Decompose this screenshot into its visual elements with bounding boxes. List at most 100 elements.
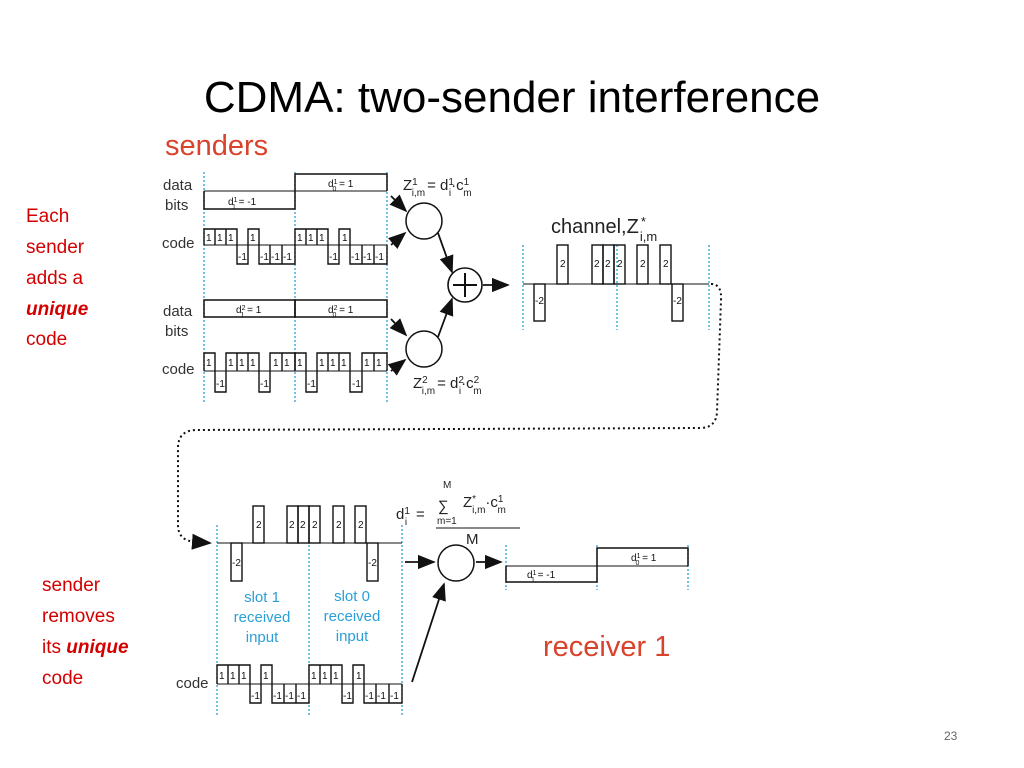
receiver-code-label: code [176,675,209,692]
receiver-input-wave [217,505,402,582]
page-number: 23 [944,729,958,743]
svg-text:1: 1 [319,358,325,369]
svg-text:-1: -1 [375,252,384,263]
svg-text:M: M [443,480,451,491]
svg-text:-1: -1 [329,252,338,263]
svg-text:1: 1 [250,358,256,369]
svg-text:-1: -1 [216,379,225,390]
svg-text:-1: -1 [238,252,247,263]
sender1-data-label: data [163,177,193,194]
svg-text:2: 2 [358,520,364,531]
svg-text:Each: Each [26,206,69,227]
sender2-data-bits [203,299,388,318]
svg-text:-1: -1 [260,379,269,390]
svg-text:2: 2 [336,520,342,531]
svg-text:2: 2 [256,520,262,531]
sender2-data-label: data [163,303,193,320]
svg-text:1: 1 [322,671,328,682]
slot1-received-input-label: slot 1 received input [234,589,291,646]
svg-text:2: 2 [640,259,646,270]
svg-text:1: 1 [297,358,303,369]
svg-text:d1i: d1i [396,506,410,528]
svg-text:2: 2 [560,259,566,270]
svg-text:unique: unique [26,299,89,320]
receiver-multiplier [437,544,475,582]
sender2-bits-label: bits [165,323,188,340]
receiver-heading: receiver 1 [543,631,670,663]
svg-text:-1: -1 [377,691,386,702]
svg-text:-1: -1 [273,691,282,702]
receiver-code-wave [216,664,403,704]
svg-text:1: 1 [239,358,245,369]
svg-text:-1: -1 [390,691,399,702]
sender2-code-chip-labels: 1 -1 1 1 1 -1 1 1 1 -1 1 1 1 -1 1 1 [206,358,382,390]
svg-text:received: received [324,608,381,625]
svg-text:-1: -1 [351,252,360,263]
svg-text:-2: -2 [232,558,241,569]
channel-to-receiver-path [177,283,723,550]
receiver-input-chip-labels: -2 2 2 2 2 2 2 -2 [232,520,377,569]
sender1-code-label: code [162,235,195,252]
svg-text:-1: -1 [251,691,260,702]
svg-text:received: received [234,609,291,626]
svg-text:-1: -1 [297,691,306,702]
svg-text:2: 2 [312,520,318,531]
sender1-code-chip-labels: 1 1 1 -1 1 -1 -1 -1 1 1 1 -1 1 -1 -1 -1 [206,233,384,263]
sender2-code-label: code [162,361,195,378]
channel-wave-top [523,244,709,322]
svg-text:1: 1 [341,358,347,369]
svg-text:M: M [466,531,479,548]
svg-text:1: 1 [273,358,279,369]
svg-text:1: 1 [263,671,269,682]
svg-text:-1: -1 [260,252,269,263]
svg-text:m=1: m=1 [437,516,457,527]
svg-text:1: 1 [311,671,317,682]
svg-text:1: 1 [206,233,212,244]
note-each-sender: Each sender adds a unique code [26,206,89,350]
sender1-code-wave [203,228,388,265]
channel-label: channel,Z*i,m [551,214,657,244]
svg-text:1: 1 [308,233,314,244]
svg-text:1: 1 [284,358,290,369]
svg-text:slot 0: slot 0 [334,588,370,605]
senders-heading: senders [165,130,268,162]
svg-text:2: 2 [594,259,600,270]
sender1-bits-label: bits [165,197,188,214]
svg-text:2: 2 [289,520,295,531]
svg-text:1: 1 [330,358,336,369]
svg-text:-1: -1 [343,691,352,702]
svg-text:sender: sender [26,237,85,258]
svg-text:-1: -1 [271,252,280,263]
svg-text:code: code [26,329,67,350]
receiver-arrows [405,554,503,683]
svg-text:1: 1 [333,671,339,682]
svg-text:1: 1 [241,671,247,682]
svg-text:-1: -1 [283,252,292,263]
svg-text:1: 1 [376,358,382,369]
svg-text:-1: -1 [365,691,374,702]
slide-title: CDMA: two-sender interference [204,73,820,122]
svg-text:1: 1 [230,671,236,682]
svg-text:Z*i,m·c1m: Z*i,m·c1m [463,494,506,516]
svg-text:1: 1 [217,233,223,244]
svg-text:1: 1 [342,233,348,244]
note-sender-removes: sender removes its unique code [42,575,129,689]
svg-text:1: 1 [297,233,303,244]
svg-text:1: 1 [364,358,370,369]
adder-symbol [447,267,483,303]
sender2-code-wave [203,352,388,393]
svg-text:-1: -1 [307,379,316,390]
svg-text:slot 1: slot 1 [244,589,280,606]
svg-text:-2: -2 [673,296,682,307]
svg-text:-1: -1 [352,379,361,390]
svg-text:2: 2 [605,259,611,270]
receiver-code-chip-labels: 1 1 1 -1 1 -1 -1 -1 1 1 1 -1 1 -1 -1 -1 [219,671,399,702]
svg-text:2: 2 [617,259,623,270]
svg-text:1: 1 [356,671,362,682]
